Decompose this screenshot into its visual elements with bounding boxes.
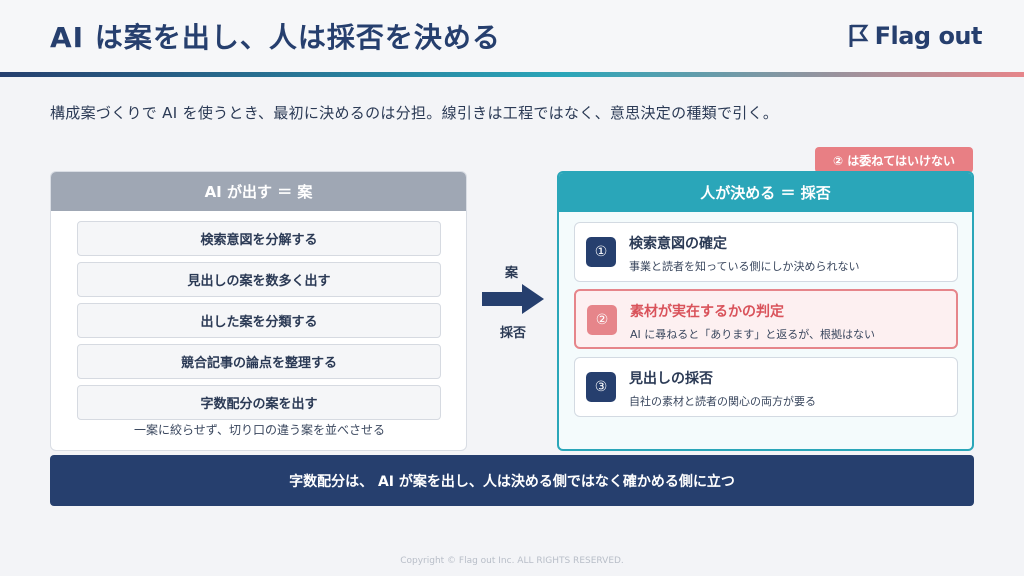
ai-panel-heading: AI が出す ＝ 案 bbox=[51, 172, 466, 211]
header-divider bbox=[0, 72, 1024, 77]
decision-card: ① 検索意図の確定 事業と読者を知っている側にしか決められない bbox=[574, 222, 958, 282]
logo-text: Flag out bbox=[874, 22, 983, 50]
ai-task-list: 検索意図を分解する 見出しの案を数多く出す 出した案を分類する 競合記事の論点を… bbox=[77, 221, 441, 426]
brand-logo: Flag out bbox=[849, 20, 983, 52]
decision-number: ① bbox=[586, 237, 616, 267]
decision-title: 見出しの採否 bbox=[629, 371, 713, 387]
decision-number: ② bbox=[587, 305, 617, 335]
ai-task-item: 字数配分の案を出す bbox=[77, 385, 441, 420]
ai-task-item: 検索意図を分解する bbox=[77, 221, 441, 256]
decision-card: ③ 見出しの採否 自社の素材と読者の関心の両方が要る bbox=[574, 357, 958, 417]
ai-panel: AI が出す ＝ 案 検索意図を分解する 見出しの案を数多く出す 出した案を分類… bbox=[50, 171, 467, 451]
ai-task-item: 見出しの案を数多く出す bbox=[77, 262, 441, 297]
decision-title: 検索意図の確定 bbox=[629, 236, 727, 252]
decision-title: 素材が実在するかの判定 bbox=[630, 304, 784, 320]
lead-text: 構成案づくりで AI を使うとき、最初に決めるのは分担。線引きは工程ではなく、意… bbox=[50, 104, 779, 122]
decision-description: 事業と読者を知っている側にしか決められない bbox=[629, 260, 860, 273]
human-panel-heading: 人が決める ＝ 採否 bbox=[559, 173, 972, 212]
ai-panel-note: 一案に絞らせず、切り口の違う案を並べさせる bbox=[134, 423, 385, 437]
arrow-label-decision: 採否 bbox=[500, 326, 527, 341]
summary-banner: 字数配分は、 AI が案を出し、人は決める側ではなく確かめる側に立つ bbox=[50, 455, 974, 506]
copyright-text: Copyright © Flag out Inc. ALL RIGHTS RES… bbox=[400, 556, 624, 566]
decision-description: AI に尋ねると「あります」と返るが、根拠はない bbox=[630, 328, 876, 341]
human-panel: 人が決める ＝ 採否 ① 検索意図の確定 事業と読者を知っている側にしか決められ… bbox=[557, 171, 974, 451]
decision-number: ③ bbox=[586, 372, 616, 402]
slide-header: AI は案を出し、人は採否を決める Flag out bbox=[0, 0, 1024, 72]
warning-tag: ② は委ねてはいけない bbox=[815, 147, 973, 173]
ai-task-item: 出した案を分類する bbox=[77, 303, 441, 338]
right-arrow-icon bbox=[482, 284, 544, 314]
arrow-label-proposal: 案 bbox=[505, 266, 519, 281]
flag-logo-icon bbox=[849, 24, 869, 47]
ai-task-item: 競合記事の論点を整理する bbox=[77, 344, 441, 379]
slide-title: AI は案を出し、人は採否を決める bbox=[50, 21, 501, 54]
decision-card-warning: ② 素材が実在するかの判定 AI に尋ねると「あります」と返るが、根拠はない bbox=[574, 289, 958, 349]
decision-description: 自社の素材と読者の関心の両方が要る bbox=[629, 395, 816, 408]
